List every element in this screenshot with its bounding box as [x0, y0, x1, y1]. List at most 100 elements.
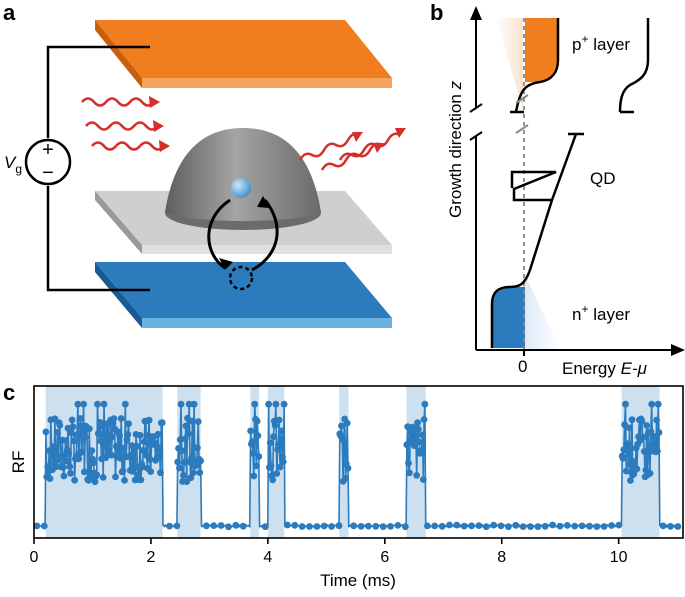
rf-point: [189, 469, 197, 476]
rf-point: [482, 523, 490, 531]
rf-point: [56, 421, 64, 429]
rf-point: [65, 450, 73, 458]
rf-point: [33, 522, 41, 530]
rf-point: [372, 522, 380, 530]
rf-point: [108, 433, 116, 441]
rf-point: [413, 472, 421, 479]
n-layer-top: [95, 262, 392, 318]
rf-point: [120, 444, 128, 452]
rf-point: [320, 522, 328, 530]
rf-point: [91, 478, 99, 486]
rf-point: [412, 433, 420, 441]
rf-point: [272, 400, 280, 408]
rf-point: [60, 472, 68, 480]
rf-point: [350, 522, 358, 530]
n-layer-front: [142, 318, 392, 328]
rf-point: [277, 435, 285, 443]
rf-point: [147, 468, 155, 475]
rf-point: [173, 522, 181, 530]
rf-point: [519, 523, 527, 530]
outgoing-photons: [298, 132, 401, 171]
empty-state-circle: [228, 265, 254, 291]
rf-point: [418, 448, 425, 456]
rf-point: [468, 522, 475, 530]
panel-b-axes: [475, 18, 672, 351]
rf-point: [674, 523, 682, 530]
rf-point: [275, 416, 283, 424]
rf-point: [628, 416, 636, 424]
rf-point: [248, 438, 256, 445]
p-layer-band-fill: [525, 18, 558, 82]
rf-point: [497, 522, 505, 530]
rf-point: [453, 521, 461, 529]
rf-point: [80, 400, 87, 408]
rf-point: [146, 455, 154, 463]
rf-point: [328, 523, 335, 530]
voltage-minus: −: [42, 162, 54, 184]
rf-point: [404, 423, 412, 431]
rf-point: [415, 425, 422, 433]
rf-point: [145, 416, 153, 424]
rf-point: [93, 471, 101, 479]
rf-point: [184, 414, 191, 422]
rf-point: [81, 468, 88, 476]
panel-a-letter: a: [3, 0, 16, 25]
rf-point: [196, 469, 204, 476]
rf-point: [110, 415, 118, 422]
rf-point: [85, 425, 93, 433]
rf-point: [650, 433, 658, 440]
rf-point: [278, 427, 286, 435]
rf-point: [67, 429, 75, 437]
energy-axis-label: Energy E-μ: [562, 359, 648, 378]
rf-point: [108, 451, 115, 459]
band-edge-p: [510, 18, 650, 114]
rf-point: [88, 447, 96, 454]
qd-plane-front: [142, 245, 392, 254]
rf-point: [225, 523, 232, 531]
rf-point: [117, 454, 124, 462]
x-tick-label: 2: [146, 549, 155, 566]
band-break-marks: [515, 94, 529, 134]
rf-point: [63, 457, 70, 465]
rf-point: [112, 442, 120, 450]
rf-point: [654, 447, 661, 455]
rf-point: [190, 400, 198, 408]
x-tick-label: 8: [497, 549, 506, 566]
rf-point: [52, 463, 60, 471]
rf-point: [155, 444, 163, 452]
rf-point: [261, 523, 269, 531]
rf-point: [405, 459, 412, 467]
rf-point: [625, 461, 633, 468]
rf-point: [166, 522, 173, 530]
rf-point: [534, 523, 542, 531]
panel-c-letter: c: [3, 380, 15, 405]
rf-point: [76, 415, 84, 422]
rf-point: [410, 442, 418, 449]
n-layer-band-fill: [492, 287, 525, 348]
rf-point: [267, 462, 275, 469]
n-layer-slab: [95, 262, 392, 328]
rf-point: [182, 422, 190, 430]
rf-point: [121, 477, 128, 484]
rf-point: [139, 446, 147, 454]
rf-point: [49, 443, 57, 450]
rf-point: [647, 428, 655, 435]
rf-point: [620, 446, 628, 454]
arrow-head-up: [257, 196, 270, 208]
rf-point: [74, 400, 82, 408]
rf-point: [121, 400, 129, 408]
rf-point: [344, 464, 352, 472]
rf-point: [600, 523, 608, 530]
rf-point: [475, 522, 483, 529]
panel-c-frame: [33, 385, 684, 539]
rf-point: [649, 441, 657, 449]
x-tick-label: 0: [30, 549, 39, 566]
rf-point: [643, 422, 651, 429]
rf-point: [178, 447, 186, 455]
panel-b-letter: b: [430, 0, 443, 25]
rf-point: [624, 440, 632, 448]
x-tick-label: 4: [263, 549, 272, 566]
rf-point: [112, 473, 119, 481]
electron-ball: [231, 178, 251, 198]
rf-point: [415, 438, 423, 446]
